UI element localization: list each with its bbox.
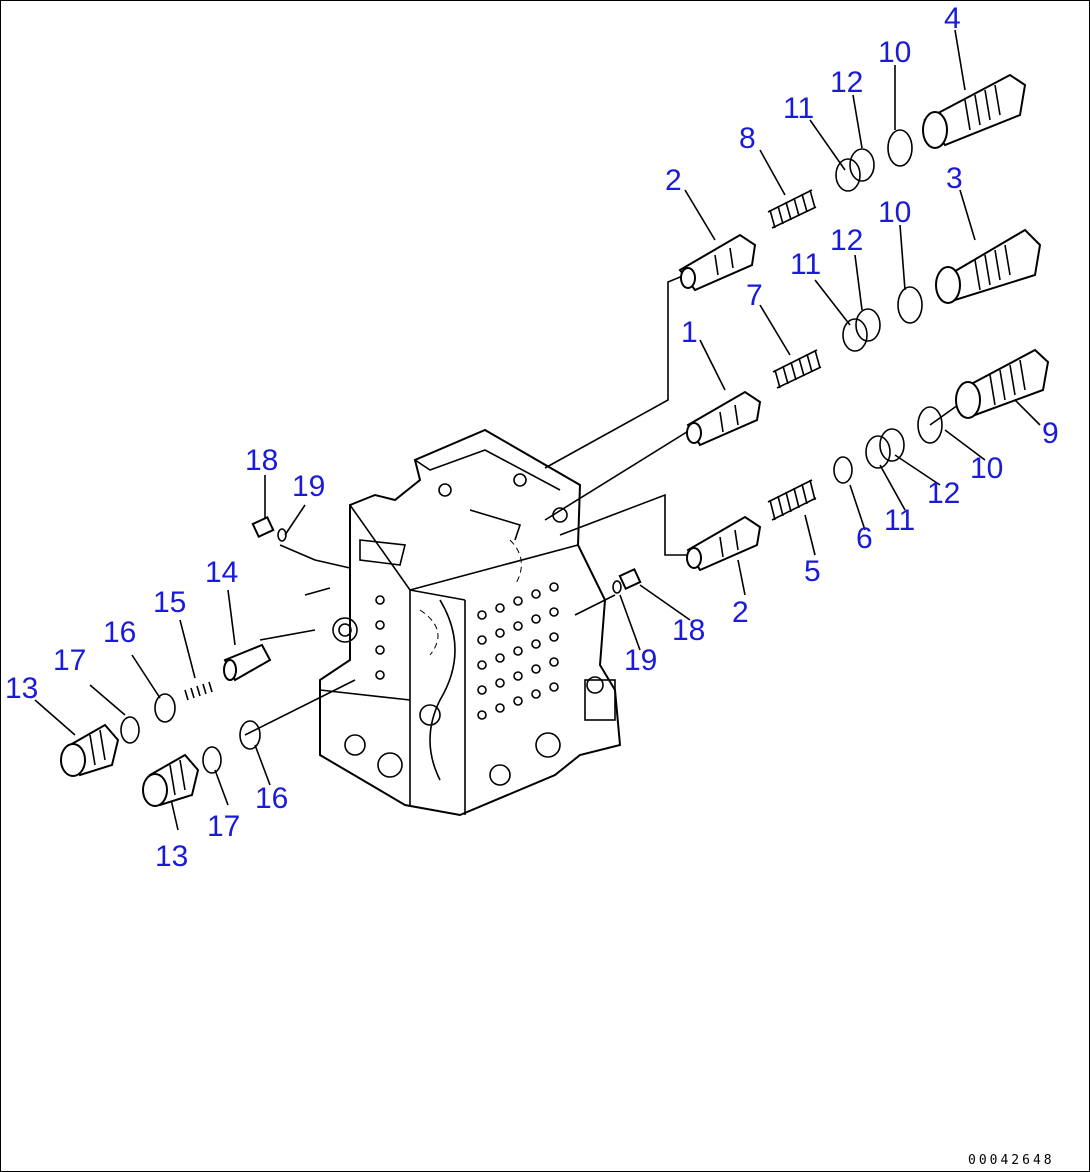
plugs-13 [60,723,200,807]
callout-18: 18 [672,614,705,647]
callout-10: 10 [878,36,911,69]
callout-11: 11 [790,248,821,281]
callout-15: 15 [153,586,186,619]
callout-16: 16 [103,616,136,649]
spool-2-top [678,233,757,292]
spring-7 [772,349,822,389]
callout-labels: 4 10 12 11 8 2 3 10 12 11 7 1 9 10 12 11… [5,2,1059,873]
callout-13: 13 [5,672,38,705]
callout-19: 19 [624,644,657,677]
valve-body [319,428,622,817]
spool-1 [686,390,762,447]
callout-17: 17 [207,810,240,843]
ring-6 [833,456,853,484]
body-port-holes [332,473,604,786]
plug-4 [922,73,1027,149]
callout-12: 12 [927,477,960,510]
rings-11-12-bottom [865,406,943,469]
callout-7: 7 [746,279,763,312]
callout-1: 1 [681,316,698,349]
callout-8: 8 [739,122,756,155]
rings-11-12-mid [842,286,923,352]
callout-2: 2 [665,164,682,197]
rings-11-12-top [835,129,913,192]
orings-16 [154,693,261,750]
callout-3: 3 [946,162,963,195]
callout-leaders [34,29,1041,831]
callout-18: 18 [245,444,278,477]
washers-17 [120,716,222,774]
callout-10: 10 [970,452,1003,485]
callout-12: 12 [830,66,863,99]
plug-3 [935,228,1042,304]
callout-17: 17 [53,644,86,677]
callout-14: 14 [205,556,238,589]
plug-9 [955,348,1050,419]
reference-code: 00042648 [968,1153,1055,1168]
callout-13: 13 [155,840,188,873]
valve-14 [223,643,272,682]
plug-18-right [618,567,642,591]
callout-9: 9 [1042,417,1059,450]
callout-5: 5 [804,555,821,588]
spool-2-bottom [686,515,762,572]
oring-19-right [612,580,622,594]
callout-4: 4 [944,2,961,35]
callout-11: 11 [783,92,814,125]
spring-15 [184,681,213,701]
callout-2: 2 [732,596,749,629]
spring-8 [767,189,817,229]
callout-6: 6 [856,522,873,555]
oring-19-left [277,528,287,542]
callout-11: 11 [884,504,915,537]
callout-16: 16 [255,782,288,815]
callout-19: 19 [292,470,325,503]
plug-18-left [251,515,275,539]
callout-10: 10 [878,196,911,229]
spring-5 [767,479,817,521]
callout-12: 12 [830,224,863,257]
